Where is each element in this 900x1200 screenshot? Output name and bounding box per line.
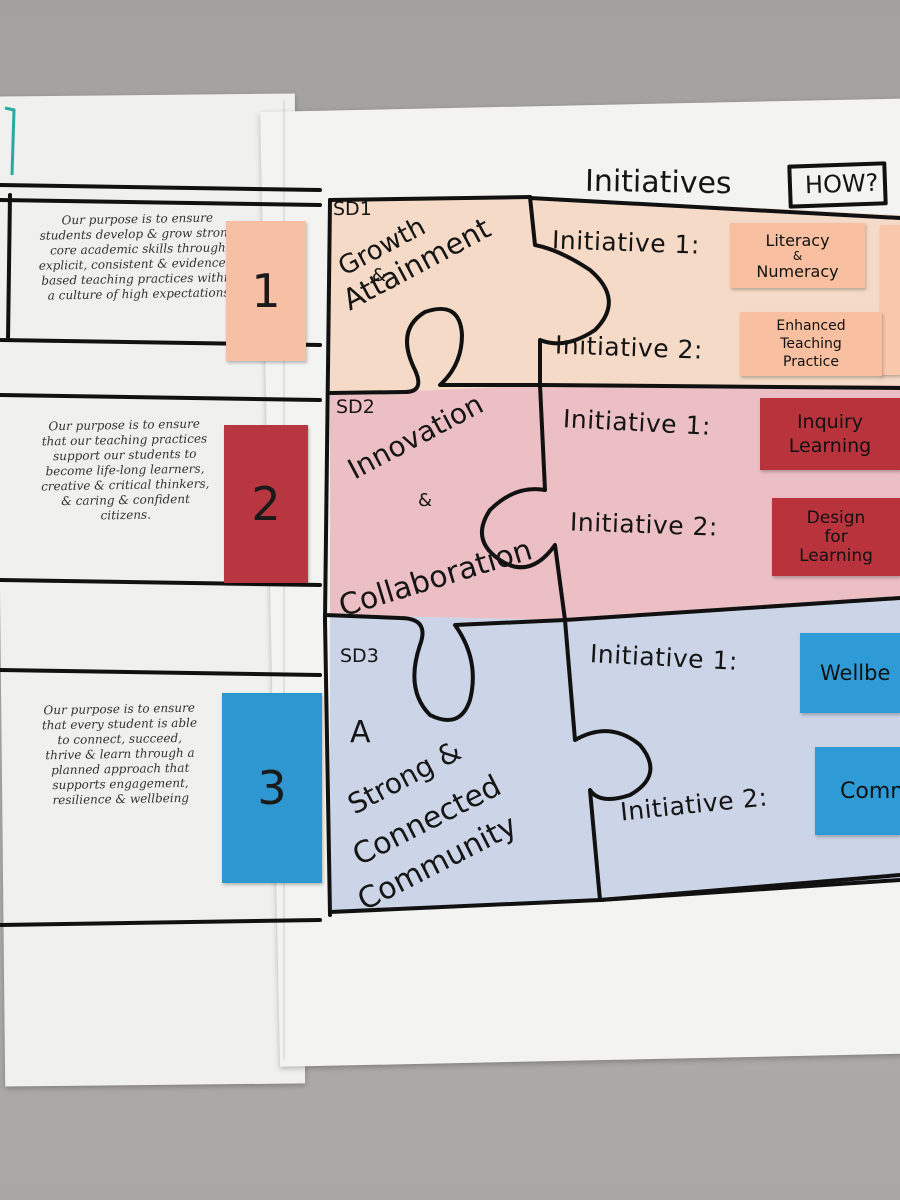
init-row1-bottom [538, 383, 900, 390]
left-divider-row3-top [0, 668, 322, 677]
initiative-note-enhanced-line2: Teaching [780, 336, 842, 352]
purpose-statement-1: Our purpose is to ensure students develo… [38, 210, 238, 303]
sd2-sd3-boundary [323, 613, 567, 722]
left-divider-top [0, 183, 322, 192]
sd-column-left-edge [323, 198, 332, 917]
initiative-note-literacy-line3: Numeracy [756, 261, 839, 281]
number-label-3: 3 [257, 761, 287, 815]
how-box-label: HOW? [804, 168, 879, 200]
initiative-note-design: Design for Learning [772, 498, 900, 576]
sd1-title-line2: & [372, 265, 387, 286]
initiative-1-1-label: Initiative 1: [551, 225, 701, 260]
initiative-note-enhanced-line1: Enhanced [776, 318, 846, 334]
left-divider-top2 [0, 198, 322, 207]
initiative-note-enhanced-line3: Practice [783, 354, 839, 370]
number-note-3: 3 [222, 693, 322, 883]
teal-marker-mark [4, 106, 16, 176]
sd2-region [330, 385, 900, 620]
sd3-title-line1: A [350, 715, 371, 750]
init-top-line [528, 196, 900, 220]
sd2-title-line2: & [418, 490, 433, 511]
initiative-note-literacy-line2: & [792, 248, 803, 263]
sd1-right-edge [528, 195, 611, 387]
init-row3-bottom [598, 873, 900, 902]
initiative-note-wellbeing-text: Wellbe [820, 661, 891, 685]
initiative-note-wellbeing: Wellbe [800, 633, 900, 713]
sd2-code: SD2 [336, 396, 375, 418]
number-note-2: 2 [224, 425, 308, 583]
initiative-1-2-label: Initiative 2: [554, 330, 704, 365]
initiative-note-inquiry: Inquiry Learning [760, 398, 900, 470]
left-vertical-1 [6, 193, 12, 342]
left-divider-row3-bottom [0, 918, 322, 927]
number-label-2: 2 [251, 477, 281, 531]
sd3-right-edge [563, 618, 653, 902]
sd1-top [328, 195, 532, 202]
initiative-note-community: Comm [815, 747, 900, 835]
initiative-note-design-line3: Learning [799, 545, 873, 566]
initiative-note-inquiry-line2: Learning [788, 435, 872, 457]
init-row2-bottom [563, 596, 900, 622]
initiative-note-literacy-line1: Literacy [765, 230, 830, 250]
initiative-note-design-line2: for [824, 526, 848, 547]
initiative-note-inquiry-line1: Inquiry [796, 411, 864, 433]
left-divider-row2-top [0, 393, 322, 402]
sd2-right-edge [480, 383, 567, 622]
sd3-code: SD3 [340, 645, 379, 667]
sd1-code: SD1 [333, 198, 372, 220]
purpose-statement-3: Our purpose is to ensure that every stud… [41, 700, 198, 808]
number-label-1: 1 [251, 264, 281, 318]
initiative-note-design-line1: Design [806, 507, 866, 528]
initiative-2-2-label: Initiative 2: [569, 507, 719, 542]
initiative-note-margin-strip [880, 225, 900, 375]
initiative-note-community-text: Comm [840, 778, 900, 804]
how-box-outline [787, 161, 888, 209]
left-divider-row2-bottom [0, 578, 322, 587]
number-note-1: 1 [226, 221, 306, 361]
purpose-statement-2: Our purpose is to ensure that our teachi… [41, 416, 210, 523]
sd1-sd2-boundary [328, 306, 542, 395]
initiatives-heading: Initiatives [584, 163, 732, 202]
initiative-note-enhanced-teaching: Enhanced Teaching Practice [740, 312, 882, 376]
initiative-note-literacy: Literacy & Numeracy [730, 223, 865, 288]
